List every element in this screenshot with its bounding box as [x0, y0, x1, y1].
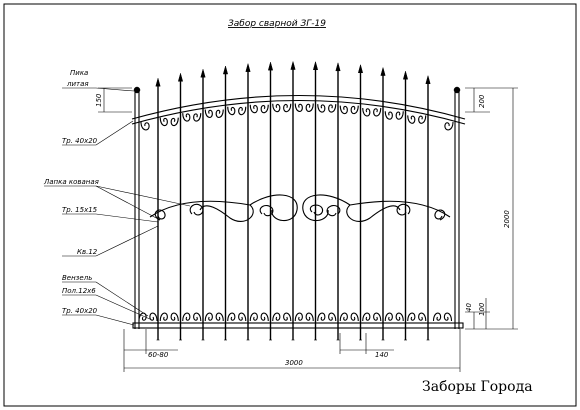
dim-bar-spacing: 140	[375, 351, 389, 359]
bottom-scroll	[149, 312, 158, 322]
dim-total-width: 3000	[285, 359, 303, 367]
top-scroll	[305, 103, 314, 112]
bottom-rail	[132, 322, 464, 329]
bottom-scrolls	[138, 312, 453, 322]
spear-tip	[245, 62, 251, 72]
bottom-scroll	[204, 312, 213, 322]
spear-tip	[357, 63, 364, 74]
top-scroll	[395, 111, 404, 120]
central-ornament	[149, 194, 451, 222]
dim-spear-height: 150	[95, 93, 103, 107]
top-scroll	[159, 117, 168, 127]
top-scroll	[182, 113, 191, 122]
spear-tip	[177, 72, 184, 82]
bottom-scroll	[193, 312, 202, 322]
dim-overhang: 60-80	[148, 351, 169, 359]
bottom-scroll	[294, 312, 303, 322]
top-scroll	[328, 104, 337, 113]
callout-kv12: Кв.12	[77, 248, 98, 256]
dim-bottom-gap: 40	[465, 303, 473, 312]
bottom-scroll	[384, 312, 393, 322]
bottom-scroll	[350, 312, 359, 322]
top-scroll	[384, 111, 393, 120]
bottom-scroll	[373, 312, 382, 322]
bottom-scroll	[418, 312, 427, 322]
bottom-dimensions: 60-80 3000 140	[123, 329, 461, 372]
bottom-scroll	[215, 312, 224, 322]
spear-tip	[222, 65, 229, 75]
top-scroll	[272, 103, 281, 113]
bottom-scroll	[170, 312, 179, 322]
top-scroll	[444, 121, 454, 131]
top-scroll	[418, 115, 427, 124]
spear-tip	[402, 70, 409, 80]
callout-pipe-top: Тр. 40х20	[62, 137, 98, 145]
vertical-bars	[155, 60, 431, 341]
spear-tip	[267, 61, 274, 71]
callout-pika: Пика	[70, 69, 88, 77]
top-scroll	[407, 115, 416, 124]
brand-name: Заборы Города	[422, 379, 533, 395]
bottom-scroll	[305, 312, 314, 322]
callout-pipe-bottom: Тр. 40х20	[62, 307, 98, 315]
bottom-scroll	[249, 312, 258, 322]
top-scroll	[373, 108, 382, 117]
top-scroll	[215, 109, 224, 118]
right-dimensions: 200 2000 40 100	[465, 87, 518, 330]
callout-pol: Пол.12х6	[62, 287, 96, 295]
bottom-scroll	[362, 312, 371, 322]
bottom-scroll	[395, 312, 404, 322]
callout-pipe-15: Тр. 15х15	[62, 206, 98, 214]
callout-litaya: литая	[66, 80, 89, 88]
top-scroll	[249, 104, 258, 114]
bottom-scroll	[283, 312, 292, 322]
sheet-frame	[3, 3, 577, 407]
top-scroll	[193, 113, 202, 122]
top-scroll	[260, 104, 269, 114]
callout-venzel: Вензель	[62, 274, 92, 282]
drawing-title: Забор сварной ЗГ-19	[228, 19, 326, 29]
bottom-scroll	[260, 312, 269, 322]
spear-tip	[200, 68, 206, 78]
top-scroll	[294, 103, 303, 112]
top-scroll	[317, 104, 326, 113]
top-scroll	[283, 103, 292, 113]
left-spear-dimension: 150	[95, 87, 132, 113]
bottom-scroll	[159, 312, 168, 322]
top-scroll	[238, 106, 247, 116]
top-scrolls	[140, 103, 454, 131]
top-rail	[131, 95, 466, 125]
spear-tip	[380, 66, 386, 76]
bottom-scroll	[272, 312, 281, 322]
bottom-scroll	[317, 312, 326, 322]
bottom-scroll	[443, 312, 453, 322]
top-scroll	[350, 105, 359, 115]
dim-bottom-height: 100	[478, 302, 486, 316]
bottom-scroll	[182, 312, 191, 322]
callout-leaders	[44, 87, 191, 326]
bottom-scroll	[328, 312, 337, 322]
top-scroll	[339, 105, 348, 115]
bottom-scroll	[227, 312, 236, 322]
spear-tip	[290, 60, 296, 70]
dim-total-height: 2000	[503, 210, 511, 228]
dim-arch-rise: 200	[478, 94, 486, 108]
spear-tip	[425, 74, 431, 84]
spear-tip	[155, 77, 161, 87]
top-scroll	[170, 117, 179, 127]
spear-tip	[312, 60, 319, 70]
bottom-scroll	[238, 312, 247, 322]
top-scroll	[227, 106, 236, 116]
bottom-scroll	[339, 312, 348, 322]
bottom-scroll	[432, 312, 442, 322]
posts	[133, 86, 461, 329]
top-scroll	[204, 109, 213, 118]
top-scroll	[140, 121, 150, 131]
bottom-scroll	[407, 312, 416, 322]
top-scroll	[362, 108, 371, 117]
callout-lapka: Лапка кованая	[43, 178, 99, 186]
spear-tip	[335, 61, 341, 72]
